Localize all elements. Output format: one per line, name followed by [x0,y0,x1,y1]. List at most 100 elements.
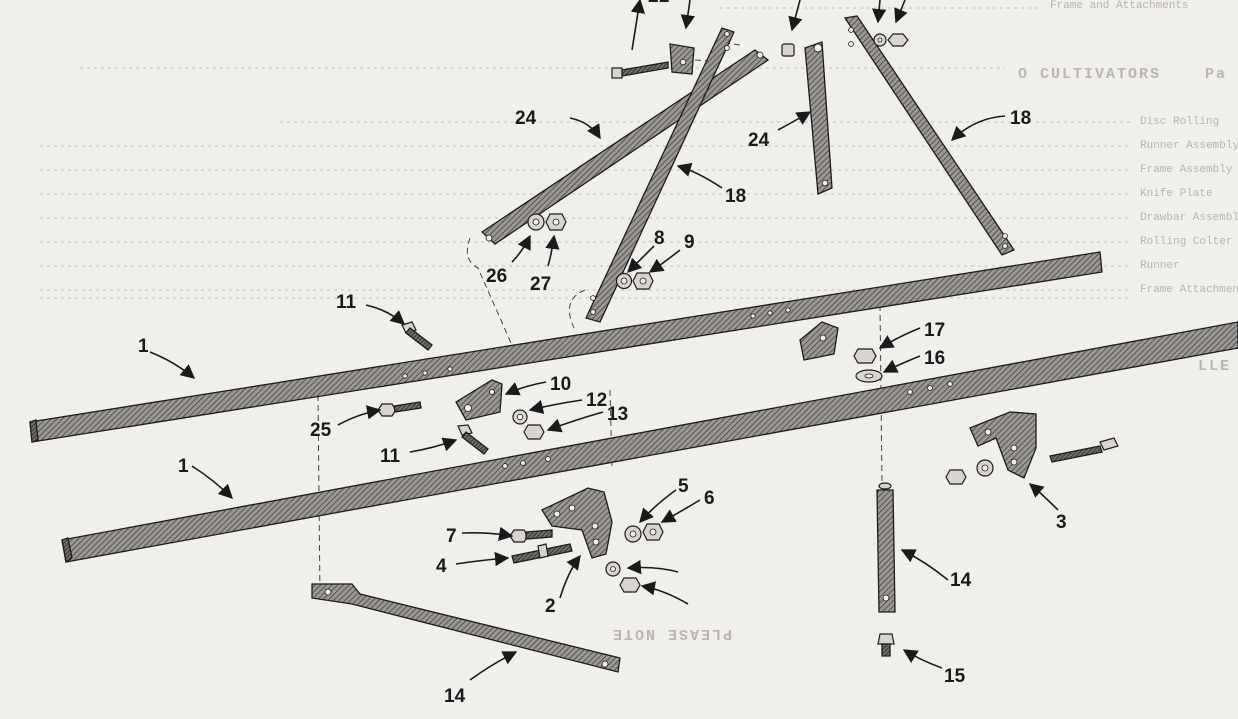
washer-16 [855,369,883,383]
leader-8 [626,245,655,274]
callout-27: 27 [530,274,551,295]
callout-11-mid: 11 [380,446,401,467]
brace-18-middle [585,27,735,323]
bleed-through-text: Frame and Attachments O CULTIVATORS Pa L… [40,0,1238,642]
callout-labels: 21 24 24 18 18 26 27 8 9 11 1 10 12 13 2… [138,0,1067,707]
clip-bracket-top [669,43,695,75]
frame-rail-lower [61,321,1238,564]
spacer-top [781,43,795,57]
callout-14-bottom: 14 [444,686,466,707]
leader-1-lower [191,465,234,500]
bolt-15 [877,633,895,657]
leader-2 [559,554,581,599]
leader-16 [882,355,921,373]
leader-14-bottom [469,651,518,681]
leader-21 [630,0,646,51]
bleed-line-3: Frame Assembly [1140,164,1233,176]
nut-6 [642,523,664,541]
pin-right [1049,437,1119,463]
callout-8: 8 [654,228,665,249]
washer-nut-lower [605,561,641,593]
bolt-25 [377,401,422,417]
leader-top-d [894,0,908,24]
washer-26 [527,213,545,231]
washer-8 [615,272,633,290]
callout-2: 2 [545,596,556,617]
frame-rail-upper [29,251,1103,443]
bolt-7 [509,529,553,543]
callout-7: 7 [446,526,457,547]
washer-nut-right [945,459,994,485]
bleed-line-4: Knife Plate [1140,188,1213,200]
bar-14-bottom [311,583,621,673]
nut-17 [853,348,877,364]
callout-26: 26 [486,266,507,287]
callout-24-left: 24 [515,108,537,129]
callout-4: 4 [436,556,447,577]
leader-washer-lower [626,559,679,575]
brace-24-left [480,49,770,245]
leader-14-right [900,549,949,581]
leader-arrows [149,0,1059,681]
callout-15: 15 [944,666,966,687]
leader-4 [455,551,510,567]
leader-top-c [872,0,887,24]
bolt-11-mid [457,424,489,455]
callout-18-mid: 18 [725,186,746,207]
leader-13 [546,411,604,433]
callout-11-upper: 11 [336,292,357,313]
bleed-section-heading: O CULTIVATORS [1018,66,1161,83]
leader-24-right [777,111,812,131]
callout-21: 21 [648,0,670,7]
leader-1-upper [149,351,196,379]
leader-15 [902,649,943,669]
washer-nut-top [873,33,909,47]
leader-27 [545,234,560,267]
bleed-dot-leaders [40,7,1130,299]
leader-nut-lower [640,581,689,605]
leader-24-left [569,117,601,140]
leader-18-right [950,115,1006,141]
callout-3: 3 [1056,512,1067,533]
leader-11-upper [365,304,406,325]
nut-13 [523,424,545,440]
callout-17: 17 [924,320,945,341]
nut-9 [632,272,654,290]
bracket-3 [969,411,1037,479]
callout-18-right: 18 [1010,108,1031,129]
bolt-21 [611,61,669,79]
callout-12: 12 [586,390,607,411]
callout-16: 16 [924,348,945,369]
leader-6 [660,499,701,523]
bleed-line-6: Rolling Colter [1140,236,1232,248]
callout-1-lower: 1 [178,456,189,477]
leader-10 [504,381,547,396]
callout-25: 25 [310,420,332,441]
leader-top-b [788,0,803,32]
bracket-2 [541,487,613,559]
callout-6: 6 [704,488,715,509]
callout-14-right: 14 [950,570,972,591]
nut-27 [545,213,567,231]
leader-26 [511,234,531,263]
bleed-right-label-1: Pa [1205,66,1227,83]
washer-5 [624,525,642,543]
leader-3 [1028,483,1059,511]
leader-5 [639,489,677,524]
bracket-10 [455,379,503,421]
strap-24-right [804,41,833,195]
leader-17 [878,327,921,349]
bleed-line-8: Frame Attachments [1140,284,1238,296]
leader-18-mid [676,162,723,189]
leader-25 [337,405,382,426]
bleed-footer: PLEASE NOTE [611,625,732,642]
pin-4 [511,543,573,564]
bolt-11-upper [401,321,433,351]
bar-14-vertical [876,482,896,613]
callout-1-upper: 1 [138,336,149,357]
leader-top-a [680,0,695,30]
bracket-upper-right [799,321,839,361]
bleed-header: Frame and Attachments [1050,0,1189,12]
callout-13: 13 [607,404,628,425]
